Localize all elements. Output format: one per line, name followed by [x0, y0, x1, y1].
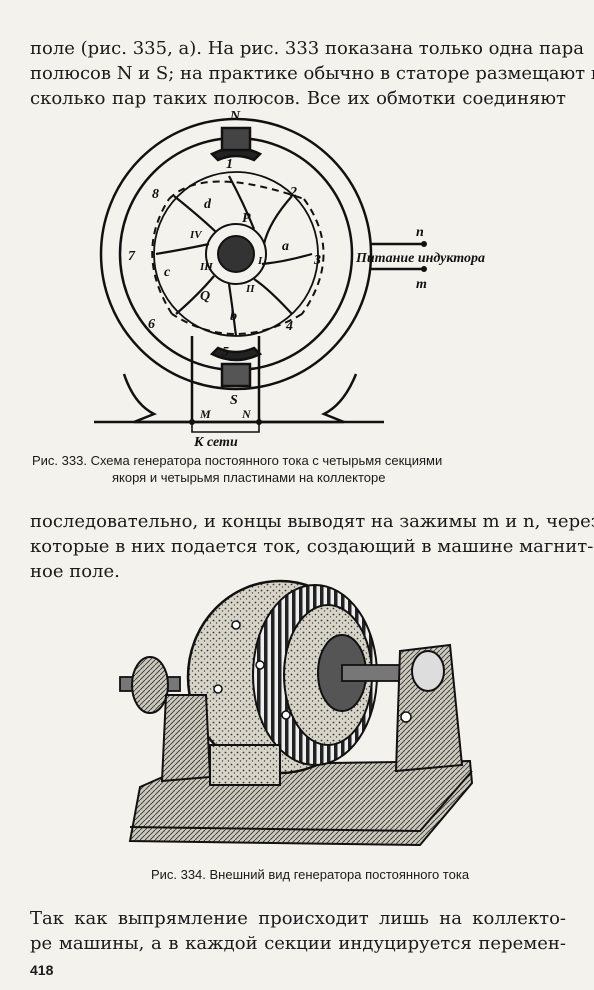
- section-label: c: [164, 265, 171, 280]
- figure-333-schematic: N S 1 2 3 4 5 6 7 8 a b c d I II III IV …: [94, 109, 485, 450]
- text-line: сколько пар таких полюсов. Все их обмотк…: [30, 88, 566, 109]
- terminal-m-label: m: [416, 277, 427, 292]
- text-line: которые в них подается ток, создающий в …: [30, 536, 594, 557]
- clamp-n-label: N: [241, 407, 252, 421]
- section-label: a: [282, 239, 289, 254]
- text-line: полюсов N и S; на практике обычно в стат…: [30, 63, 594, 84]
- section-label: b: [230, 309, 237, 324]
- network-label: К сети: [193, 435, 238, 450]
- page-number: 418: [30, 962, 54, 978]
- terminal-label: 6: [148, 317, 155, 332]
- figure-334-caption: Рис. 334. Внешний вид генератора постоян…: [150, 867, 470, 882]
- pole-s-label: S: [230, 393, 238, 408]
- terminal-label: 5: [222, 345, 229, 360]
- caption-line: якоря и четырьмя пластинами на коллектор…: [112, 470, 386, 485]
- brush-q-label: Q: [200, 289, 210, 304]
- terminal-label: 3: [313, 253, 321, 268]
- paragraph-3: Так как выпрямление происходит лишь на к…: [30, 906, 566, 956]
- text-line: поле (рис. 335, а). На рис. 333 показана…: [30, 38, 584, 59]
- plate-label: I: [257, 255, 263, 267]
- caption-line: Рис. 333. Схема генератора постоянного т…: [32, 453, 443, 468]
- clamp-m-label: M: [199, 407, 211, 421]
- terminal-n-label: n: [416, 225, 424, 240]
- text-line: ре машины, а в каждой секции индуцируетс…: [30, 933, 566, 954]
- supply-label: Питание индуктора: [355, 251, 485, 266]
- terminal-label: 7: [128, 249, 136, 264]
- plate-label: II: [245, 283, 255, 295]
- terminal-label: 8: [152, 187, 159, 202]
- terminal-label: 2: [289, 185, 297, 200]
- terminal-label: 1: [226, 157, 233, 172]
- text-line: ное поле.: [30, 561, 120, 582]
- paragraph-2: последовательно, и концы выводят на зажи…: [30, 509, 594, 584]
- text-line: последовательно, и концы выводят на зажи…: [30, 511, 594, 532]
- pole-n-label: N: [229, 109, 241, 124]
- terminal-label: 4: [285, 319, 293, 334]
- paragraph-1: поле (рис. 335, а). На рис. 333 показана…: [30, 36, 594, 111]
- text-line: Так как выпрямление происходит лишь на к…: [30, 908, 566, 929]
- figure-334-generator-illustration: [119, 579, 474, 847]
- brush-p-label: P: [242, 211, 251, 226]
- plate-label: IV: [189, 229, 203, 241]
- figure-333-caption: Рис. 333. Схема генератора постоянного т…: [32, 452, 564, 486]
- plate-label: III: [199, 261, 214, 273]
- section-label: d: [204, 197, 212, 212]
